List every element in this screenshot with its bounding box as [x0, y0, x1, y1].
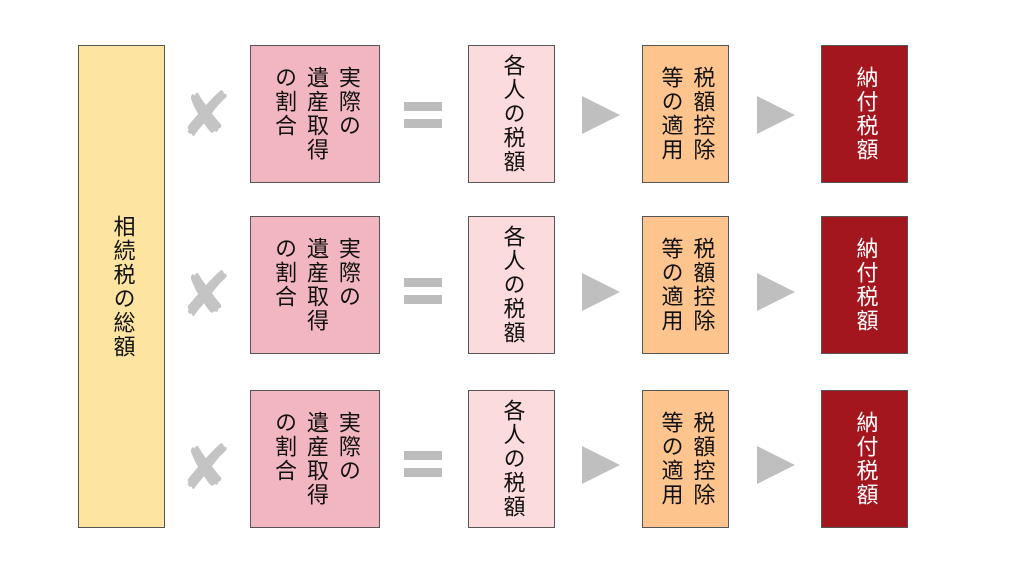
final-tax-box: 納付税額 [821, 390, 908, 528]
equals-icon [402, 445, 446, 485]
acquisition-share-label: 実際の 遺産取得 の割合 [271, 411, 360, 507]
acquisition-share-box: 実際の 遺産取得 の割合 [250, 45, 380, 183]
arrow-right-icon [582, 96, 620, 134]
personal-tax-box: 各人の税額 [468, 216, 555, 354]
personal-tax-box: 各人の税額 [468, 390, 555, 528]
arrow-right-icon [757, 96, 795, 134]
tax-deduction-label: 税額控除 等の適用 [657, 66, 715, 162]
final-tax-box: 納付税額 [821, 216, 908, 354]
multiply-icon: ✘ [180, 78, 232, 151]
personal-tax-label: 各人の税額 [499, 54, 525, 174]
total-inheritance-tax-box: 相続税の総額 [78, 45, 165, 528]
arrow-right-icon [757, 446, 795, 484]
equals-icon [402, 96, 446, 136]
final-tax-label: 納付税額 [852, 237, 878, 333]
personal-tax-box: 各人の税額 [468, 45, 555, 183]
arrow-right-icon [757, 273, 795, 311]
tax-deduction-box: 税額控除 等の適用 [642, 216, 729, 354]
multiply-icon: ✘ [180, 431, 232, 504]
tax-deduction-box: 税額控除 等の適用 [642, 45, 729, 183]
arrow-right-icon [582, 273, 620, 311]
final-tax-box: 納付税額 [821, 45, 908, 183]
tax-deduction-label: 税額控除 等の適用 [657, 411, 715, 507]
personal-tax-label: 各人の税額 [499, 399, 525, 519]
personal-tax-label: 各人の税額 [499, 225, 525, 345]
final-tax-label: 納付税額 [852, 411, 878, 507]
tax-deduction-label: 税額控除 等の適用 [657, 237, 715, 333]
tax-deduction-box: 税額控除 等の適用 [642, 390, 729, 528]
equals-icon [402, 272, 446, 312]
acquisition-share-box: 実際の 遺産取得 の割合 [250, 216, 380, 354]
arrow-right-icon [582, 446, 620, 484]
acquisition-share-label: 実際の 遺産取得 の割合 [271, 237, 360, 333]
total-inheritance-tax-label: 相続税の総額 [109, 214, 135, 359]
final-tax-label: 納付税額 [852, 66, 878, 162]
acquisition-share-label: 実際の 遺産取得 の割合 [271, 66, 360, 162]
acquisition-share-box: 実際の 遺産取得 の割合 [250, 390, 380, 528]
multiply-icon: ✘ [180, 258, 232, 331]
